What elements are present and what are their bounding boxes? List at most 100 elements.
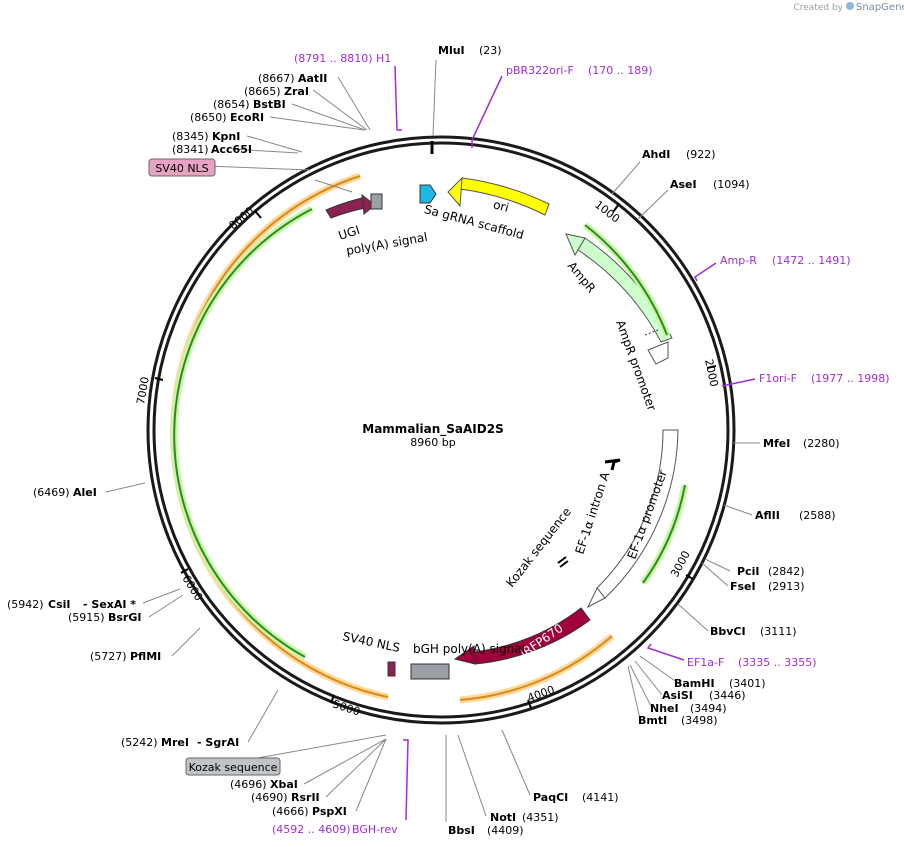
enzyme-csii-name[interactable]: CsiI (48, 598, 70, 611)
watermark-created-by: Created by (793, 3, 843, 13)
scale-tick-4000 (527, 699, 532, 709)
kozak-box[interactable] (185, 757, 281, 776)
ampr-promoter-feature[interactable] (647, 341, 669, 365)
enzyme-bbvci-pos: (3111) (760, 625, 797, 638)
primer-bgh-line (403, 739, 409, 821)
primer-bgh-name: BGH-rev (352, 823, 398, 836)
enzyme-mrei-extra[interactable]: - SgrAI (197, 736, 239, 749)
enzyme-paqci-pos: (4141) (582, 791, 619, 804)
backbone-inner-ring (152, 141, 730, 719)
enzyme-bsrgi-name[interactable]: BsrGI (108, 611, 141, 624)
enzyme-bbsi-pos: (4409) (487, 824, 524, 837)
ugi-label: UGI (337, 223, 362, 243)
enzyme-bmti-name[interactable]: BmtI (638, 714, 667, 727)
sa-grna-feature[interactable] (419, 184, 437, 204)
enzyme-mlui-name[interactable]: MluI (438, 44, 465, 57)
enzyme-noti-pos: (4351) (522, 811, 559, 824)
primer-pbr322-name: pBR322ori-F (506, 64, 574, 77)
enzyme-bbsi-name[interactable]: BbsI (448, 824, 475, 837)
enzyme-acc65i-pos: (8341) (172, 143, 209, 156)
primer-h1-name: H1 (376, 52, 391, 65)
enzyme-xbai-pos: (4696) (230, 778, 267, 791)
orf-left-green (173, 208, 313, 658)
enzyme-aatii-name[interactable]: AatII (298, 72, 327, 85)
enzyme-pcii-name[interactable]: PciI (737, 565, 759, 578)
enzyme-bbvci-name[interactable]: BbvCI (710, 625, 746, 638)
ef1a-promoter-feature[interactable] (596, 429, 679, 599)
ampr-promoter-label: AmpR promoter (613, 318, 659, 412)
ef1a-intron-label: EF-1α intron A (573, 470, 613, 556)
scale-label-2000: 2000 (702, 358, 721, 388)
enzyme-bstbi-pos: (8654) (213, 98, 250, 111)
enzyme-asei-name[interactable]: AseI (670, 178, 697, 191)
enzyme-acc65i-name[interactable]: Acc65I (211, 143, 252, 156)
bgh-polya-feature[interactable] (410, 663, 450, 680)
irfp670-arrowhead (453, 645, 476, 665)
enzyme-bmti-pos: (3498) (681, 714, 718, 727)
enzyme-noti-name[interactable]: NotI (490, 811, 516, 824)
backbone-outer-ring (146, 135, 736, 725)
enzyme-nhei-name[interactable]: NheI (650, 702, 679, 715)
enzyme-asisi-pos: (3446) (709, 689, 746, 702)
enzyme-ahdi-name[interactable]: AhdI (642, 148, 670, 161)
enzyme-zrai-name[interactable]: ZraI (284, 85, 309, 98)
primer-f1ori-name: F1ori-F (759, 372, 797, 385)
scale-tick-3000 (685, 574, 694, 580)
enzyme-rsrii-pos: (4690) (251, 791, 288, 804)
enzyme-pspxi-name[interactable]: PspXI (312, 805, 347, 818)
enzyme-pflmi-name[interactable]: PflMI (130, 650, 161, 663)
sv40-nls-label-bottom: SV40 NLS (341, 629, 401, 655)
scale-tick-2000 (706, 365, 717, 369)
orf-ampr (584, 224, 668, 336)
enzyme-fsei-name[interactable]: FseI (730, 580, 756, 593)
enzyme-zrai-pos: (8665) (244, 85, 281, 98)
sa-grna-label: Sa gRNA scaffold (423, 202, 526, 242)
primer-ampr-name: Amp-R (720, 254, 757, 267)
enzyme-kpni-pos: (8345) (172, 130, 209, 143)
polya-feature[interactable] (370, 193, 383, 210)
enzyme-leader-lines (105, 59, 760, 822)
sv40-nls-box[interactable] (148, 158, 216, 177)
orf-ef1a (642, 484, 686, 584)
enzyme-rsrii-name[interactable]: RsrII (291, 791, 320, 804)
ugi-feature[interactable] (325, 197, 366, 219)
enzyme-asisi-name[interactable]: AsiSI (662, 689, 693, 702)
enzyme-xbai-name[interactable]: XbaI (270, 778, 298, 791)
enzyme-mfei-name[interactable]: MfeI (763, 437, 790, 450)
kozak-box-label: Kozak sequence (189, 761, 278, 774)
scale-tick-8000 (254, 210, 262, 219)
primer-h1-range: (8791 .. 8810) (294, 52, 373, 65)
enzyme-mrei-name[interactable]: MreI (161, 736, 189, 749)
primer-pbr322-line (471, 75, 503, 148)
primer-bgh-range: (4592 .. 4609) (272, 823, 351, 836)
enzyme-bamhi-pos: (3401) (729, 677, 766, 690)
enzyme-csii-extra[interactable]: - SexAI * (83, 598, 136, 611)
primer-h1-line (394, 65, 402, 131)
primer-ef1a-name: EF1a-F (687, 656, 724, 669)
enzyme-alei-name[interactable]: AleI (73, 486, 97, 499)
enzyme-csii-pos: (5942) (7, 598, 44, 611)
scale-tick-7000 (154, 377, 164, 381)
enzyme-labels: MluI (23) AhdI (922) AseI (1094) MfeI (2… (7, 44, 840, 837)
enzyme-bamhi-name[interactable]: BamHI (674, 677, 715, 690)
kozak-marker (557, 556, 569, 568)
scale-tick-5000 (330, 694, 335, 704)
enzyme-alei-pos: (6469) (33, 486, 70, 499)
primer-ef1a-line (646, 643, 685, 661)
sv40-nls-feature-bottom[interactable] (387, 661, 396, 677)
scale-label-8000: 8000 (227, 204, 257, 232)
ampr-label: AmpR (565, 259, 599, 295)
bgh-polya-label: bGH poly(A) signal (413, 642, 525, 656)
enzyme-bstbi-name[interactable]: BstBI (253, 98, 286, 111)
enzyme-mrei-pos: (5242) (121, 736, 158, 749)
enzyme-asei-pos: (1094) (713, 178, 750, 191)
ori-label: ori (492, 197, 511, 215)
primer-ampr-line (694, 262, 717, 282)
enzyme-kpni-name[interactable]: KpnI (212, 130, 240, 143)
enzyme-ecori-pos: (8650) (190, 111, 227, 124)
enzyme-ecori-name[interactable]: EcoRI (230, 111, 264, 124)
enzyme-paqci-name[interactable]: PaqCI (533, 791, 568, 804)
scale-label-5000: 5000 (331, 697, 362, 718)
enzyme-aflii-name[interactable]: AflII (755, 509, 780, 522)
scale-label-7000: 7000 (134, 376, 152, 406)
